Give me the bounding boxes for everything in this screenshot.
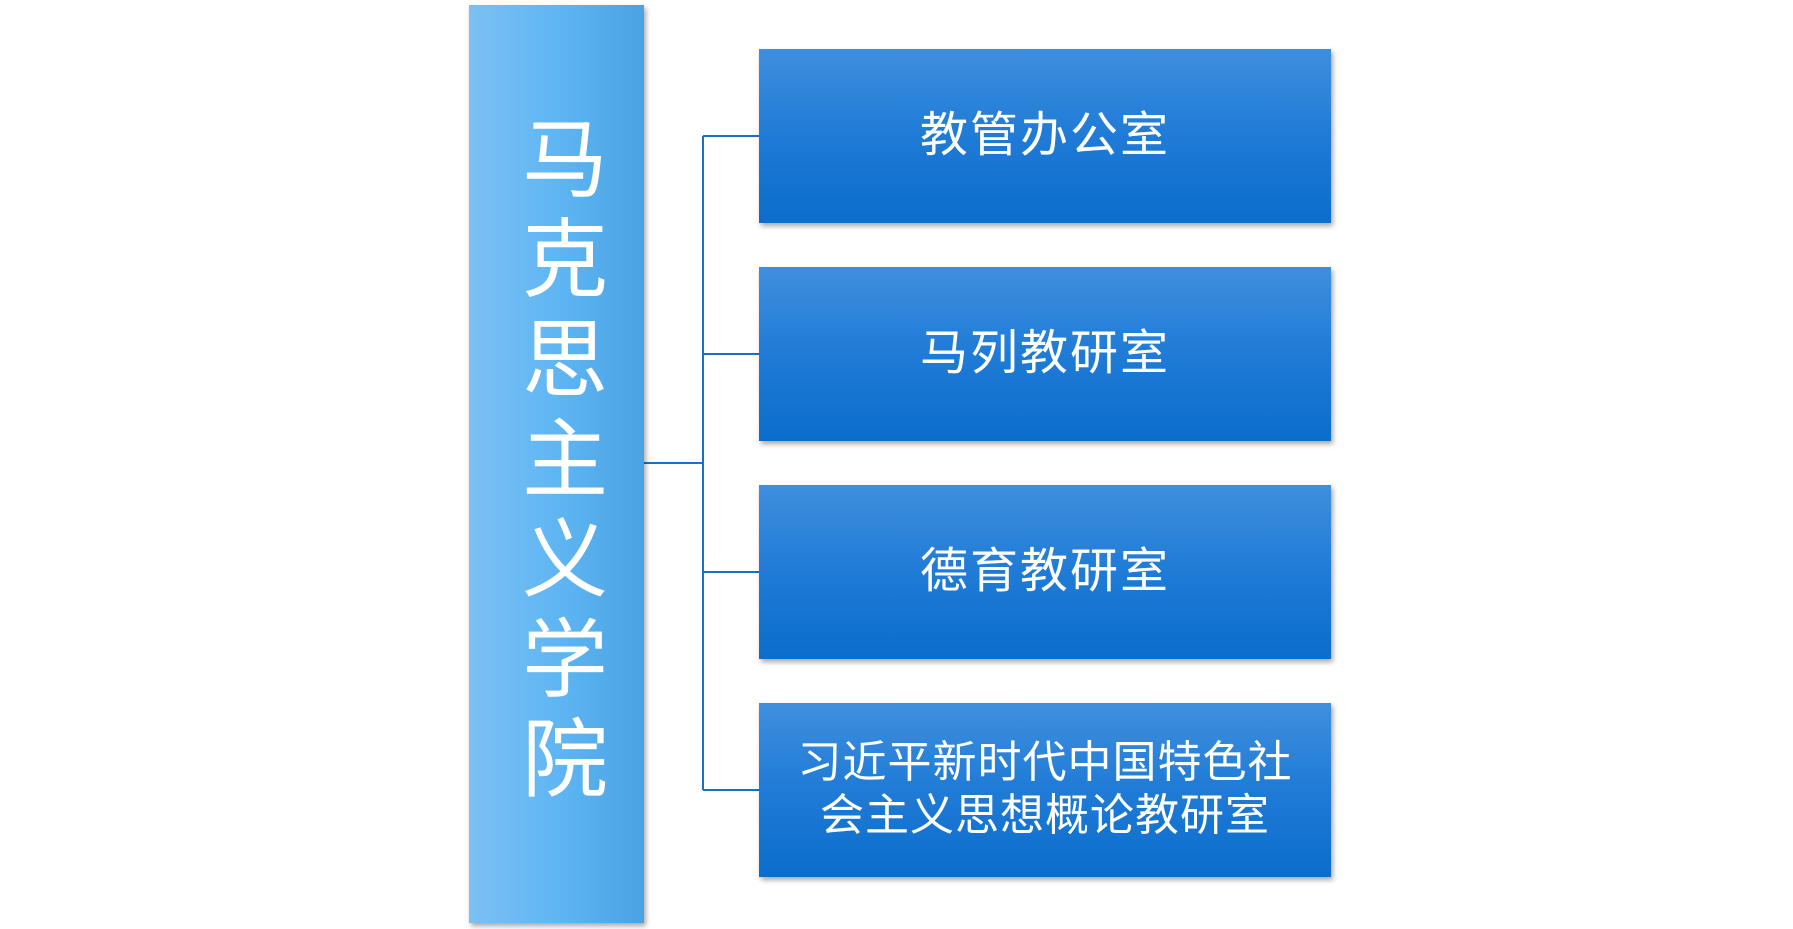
child-node-label: 习近平新时代中国特色社会主义思想概论教研室 xyxy=(797,737,1293,841)
root-node: 马克思主义学院 xyxy=(469,5,644,923)
child-node-4: 习近平新时代中国特色社会主义思想概论教研室 xyxy=(759,703,1331,877)
root-node-label: 马克思主义学院 xyxy=(506,114,607,814)
child-node-label: 教管办公室 xyxy=(919,107,1170,164)
child-node-2: 马列教研室 xyxy=(759,267,1331,441)
child-node-label: 德育教研室 xyxy=(919,543,1170,600)
child-node-3: 德育教研室 xyxy=(759,485,1331,659)
child-node-1: 教管办公室 xyxy=(759,49,1331,223)
child-node-label: 马列教研室 xyxy=(919,325,1170,382)
